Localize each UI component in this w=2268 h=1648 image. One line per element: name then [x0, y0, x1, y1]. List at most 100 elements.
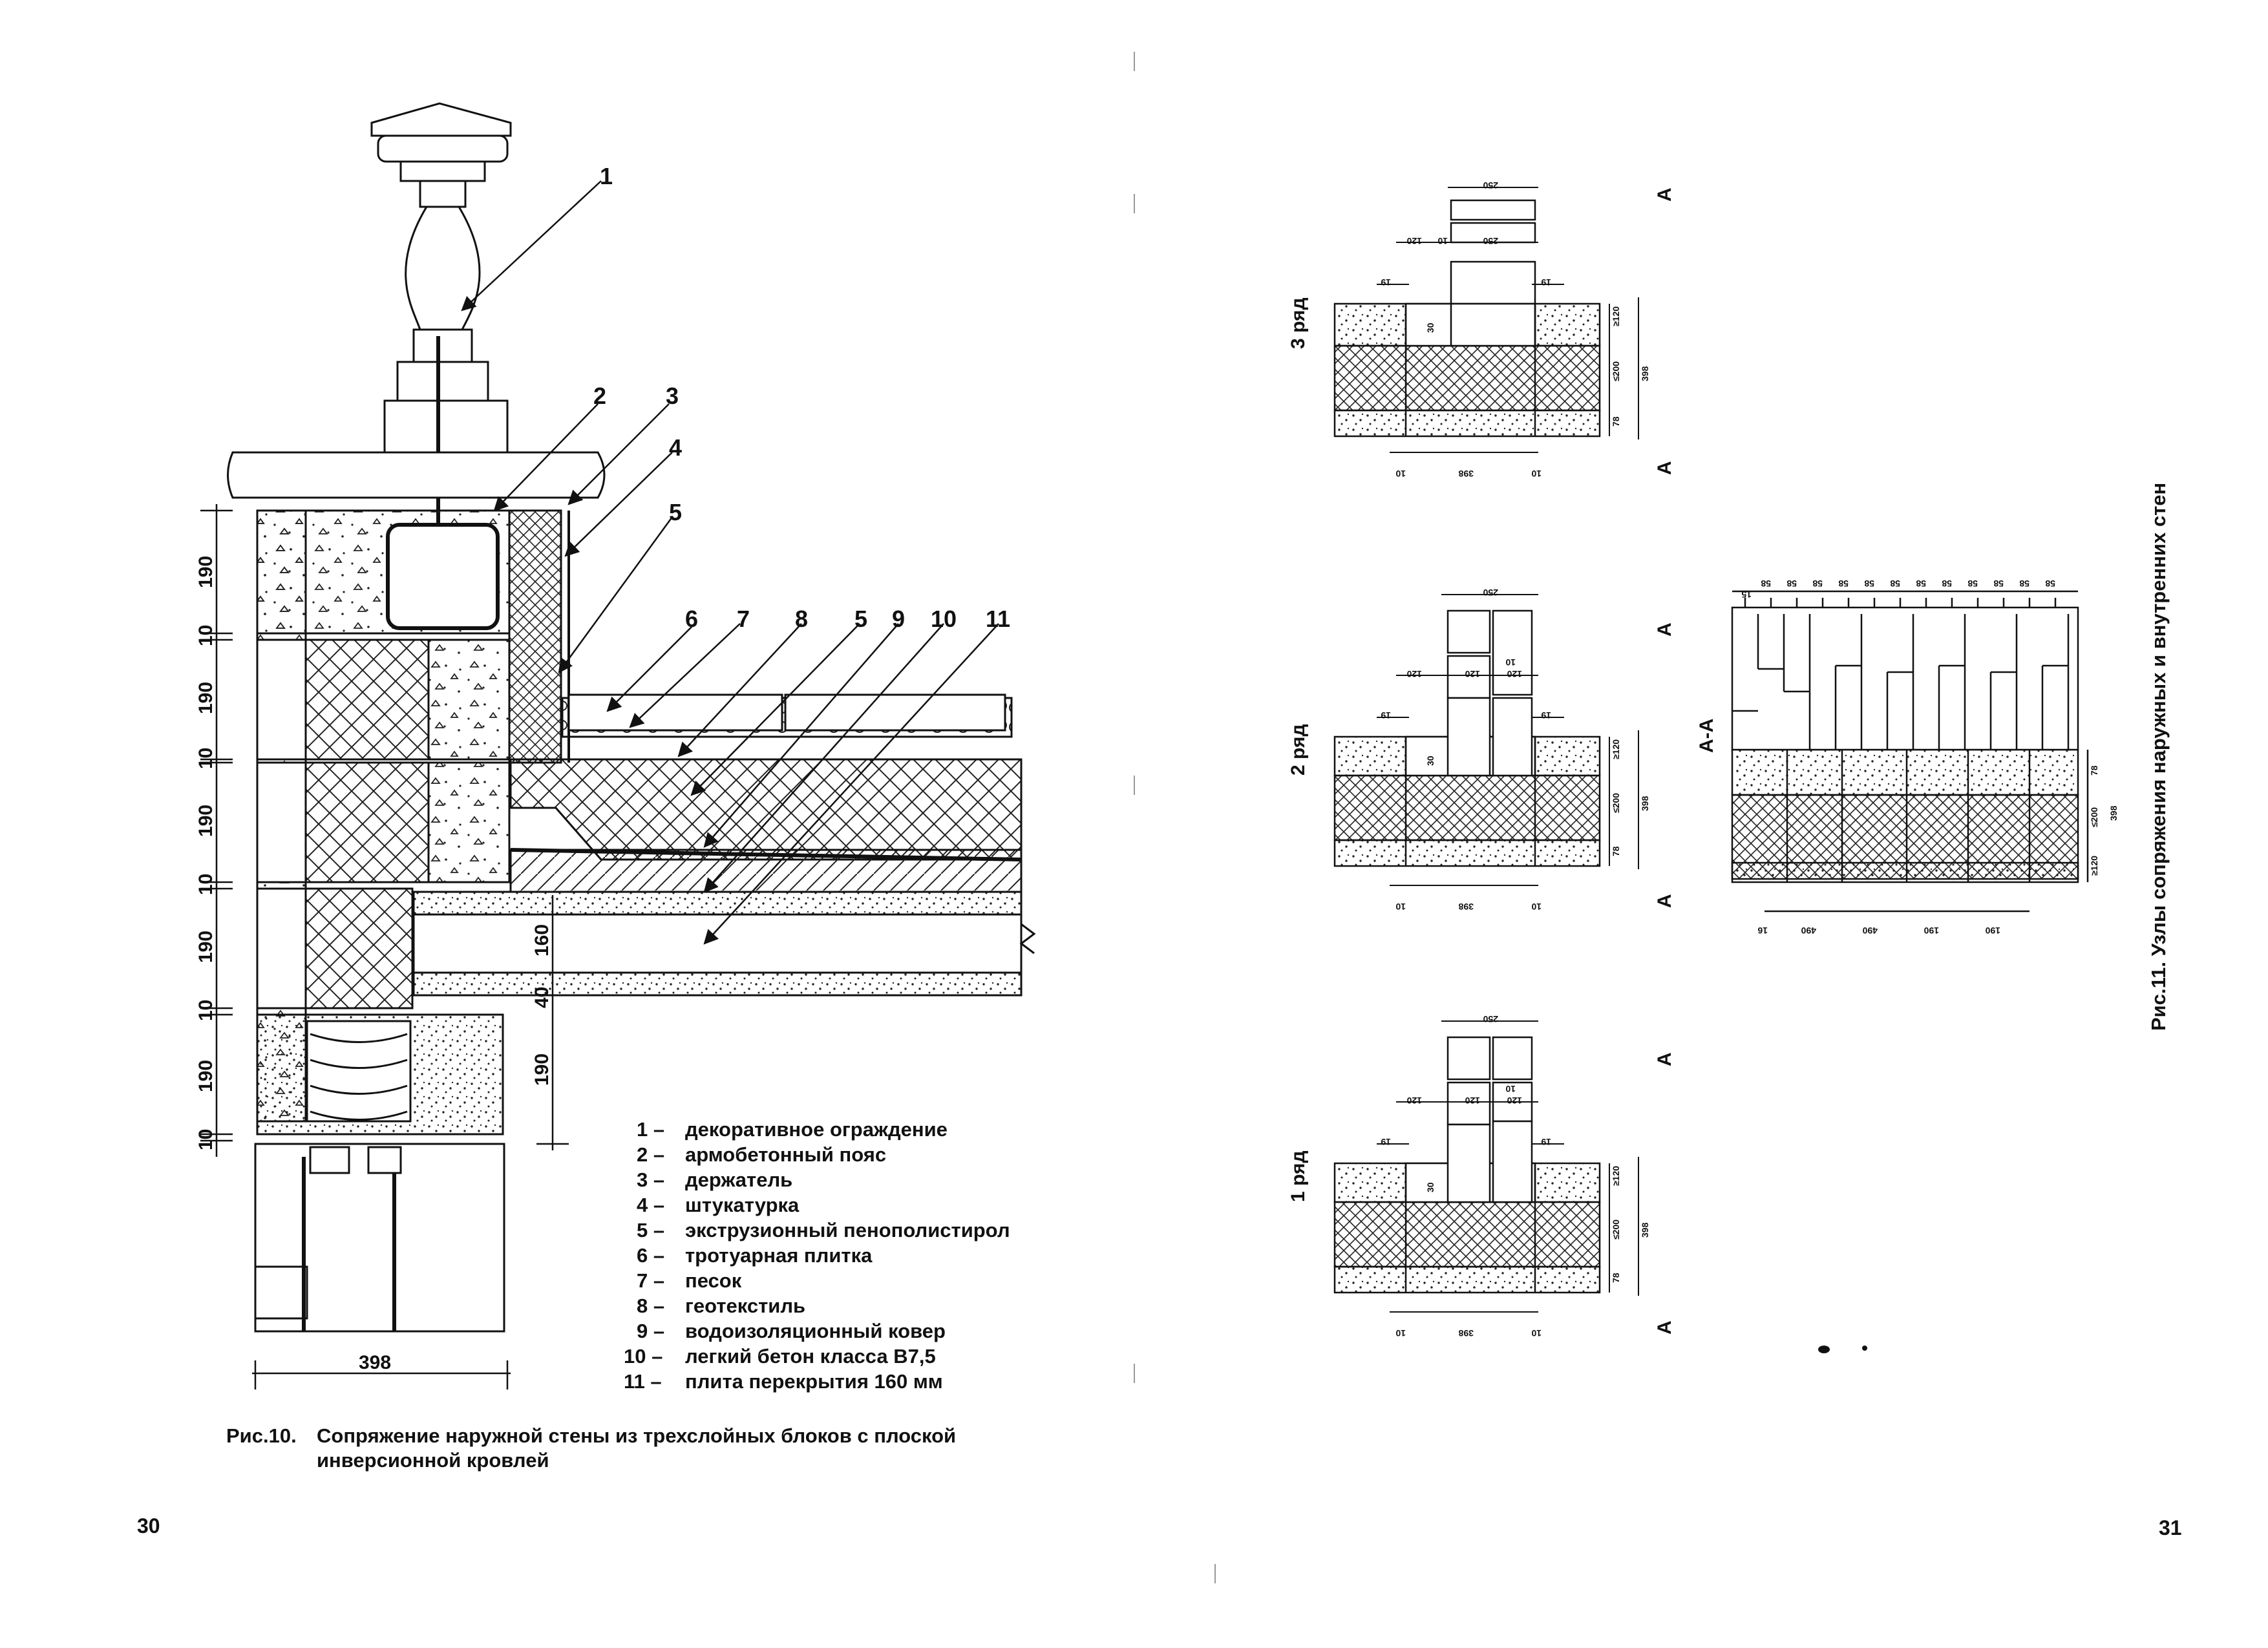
dim-label: 120 — [1465, 1095, 1480, 1106]
section-mark: А — [1654, 1320, 1675, 1335]
fig10-leaders — [461, 180, 999, 945]
dim-label: 58 — [1761, 578, 1771, 589]
legend-num: 6 – — [637, 1244, 664, 1267]
row-label: 2 ряд — [1288, 724, 1309, 776]
legend-text: тротуарная плитка — [685, 1244, 873, 1267]
row-label: 1 ряд — [1288, 1151, 1309, 1203]
dim-label: 10 — [195, 625, 217, 646]
dim-label: 40 — [531, 987, 553, 1008]
dim-label: 398 — [1640, 796, 1650, 811]
dim-label: 58 — [1864, 578, 1874, 589]
legend-text: водоизоляционный ковер — [685, 1320, 946, 1342]
dim-label: 190 — [195, 1060, 217, 1092]
legend-num: 5 – — [637, 1219, 664, 1241]
dim-label: ≤200 — [2089, 807, 2099, 827]
dim-label: 398 — [1640, 1222, 1650, 1238]
fold-marks — [1134, 52, 1216, 1583]
dim-label: 15 — [1741, 589, 1752, 600]
dim-label: 10 — [1395, 902, 1406, 912]
dim-label: 58 — [1838, 578, 1849, 589]
callout: 2 — [593, 383, 606, 409]
callout: 5 — [854, 606, 867, 632]
detail-row1-dims — [1377, 1020, 1639, 1313]
dim-label: 19 — [1381, 1137, 1391, 1147]
callout: 7 — [737, 606, 750, 632]
dim-label: 190 — [195, 556, 217, 588]
dim-label: 19 — [1381, 277, 1391, 288]
legend-num: 7 – — [637, 1269, 664, 1292]
legend-num: 4 – — [637, 1194, 664, 1216]
dim-label: 398 — [2108, 805, 2119, 821]
dim-label: 10 — [1395, 1328, 1406, 1338]
section-mark: А — [1654, 1052, 1675, 1066]
legend-num: 11 – — [624, 1370, 662, 1393]
section-mark: А — [1654, 187, 1675, 202]
dim-label: 490 — [1801, 925, 1816, 936]
detail-row3 — [1333, 199, 1601, 438]
fig10-caption-line2: инверсионной кровлей — [317, 1449, 549, 1472]
dim-label: 398 — [1458, 469, 1474, 479]
dim-label: ≤200 — [1611, 793, 1621, 813]
fig10-width-dim — [252, 1360, 511, 1389]
page-number-left: 30 — [137, 1514, 160, 1537]
dim-label: 190 — [195, 931, 217, 963]
fig10-legend: 1 – декоративное ограждение 2 – армобето… — [624, 1118, 1010, 1393]
dim-label: ≥120 — [1611, 1166, 1621, 1186]
fig10-vertical-dims — [200, 504, 569, 1157]
legend-text: геотекстиль — [685, 1294, 805, 1317]
dim-label: 398 — [1640, 366, 1650, 381]
dim-label: ≤200 — [1611, 361, 1621, 381]
callout: 10 — [931, 606, 957, 632]
fig10-callout-numbers: 1 2 3 4 5 6 7 8 5 9 10 11 — [593, 163, 1010, 632]
dim-label: 58 — [1967, 578, 1978, 589]
dim-label: 120 — [1465, 669, 1480, 679]
dim-label: 398 — [1458, 1328, 1474, 1338]
row-label: 3 ряд — [1288, 298, 1309, 350]
legend-text: плита перекрытия 160 мм — [685, 1370, 943, 1393]
dim-label: 10 — [1505, 1084, 1516, 1094]
dim-label: 250 — [1483, 180, 1498, 191]
dim-label: 58 — [2045, 578, 2055, 589]
legend-num: 1 – — [637, 1118, 664, 1141]
dim-label: 19 — [1541, 710, 1551, 721]
detail-row2 — [1333, 609, 1601, 867]
fig10-section — [227, 102, 1036, 1333]
dim-label: 490 — [1862, 925, 1878, 936]
callout: 5 — [669, 499, 682, 525]
legend-num: 9 – — [637, 1320, 664, 1342]
dim-label: 190 — [195, 682, 217, 714]
dim-label: 120 — [1507, 669, 1522, 679]
scan-specks — [1818, 1346, 1867, 1353]
dim-label: 19 — [1541, 1137, 1551, 1147]
dim-label: 10 — [1531, 1328, 1542, 1338]
detail-row3-labels: 3 ряд 250 120 10 250 19 19 30 ≥120 ≤200 … — [1288, 180, 1675, 479]
detail-row2-dims — [1377, 594, 1639, 886]
dim-label: ≥120 — [1611, 739, 1621, 759]
detail-row3-dims — [1377, 187, 1639, 453]
dim-label: 398 — [1458, 902, 1474, 912]
detail-row1-labels: 1 ряд 250 120 120 120 10 19 19 30 ≥120 ≤… — [1288, 1014, 1675, 1338]
fig10-vertical-dim-labels: 190 10 190 10 190 10 190 10 190 10 160 4… — [195, 556, 553, 1150]
legend-text: декоративное ограждение — [685, 1118, 948, 1141]
dim-label: 120 — [1406, 236, 1422, 246]
detail-row1 — [1333, 1036, 1601, 1294]
dim-label: 30 — [1425, 755, 1436, 766]
dim-label: 78 — [1611, 416, 1621, 427]
dim-label: ≥120 — [1611, 306, 1621, 326]
dim-label: 190 — [531, 1053, 553, 1086]
width-dim-label: 398 — [359, 1352, 391, 1373]
dim-label: 30 — [1425, 322, 1436, 333]
page-number-right: 31 — [2159, 1516, 2182, 1539]
dim-label: 10 — [1531, 469, 1542, 479]
dim-label: 250 — [1483, 587, 1498, 598]
dim-label: 30 — [1425, 1182, 1436, 1192]
dim-label: 120 — [1406, 669, 1422, 679]
legend-num: 3 – — [637, 1168, 664, 1191]
legend-num: 8 – — [637, 1294, 664, 1317]
legend-num: 2 – — [637, 1143, 664, 1166]
dim-label: 58 — [1786, 578, 1797, 589]
callout: 6 — [685, 606, 698, 632]
legend-text: армобетонный пояс — [685, 1143, 886, 1166]
fig10-caption-label: Рис.10. — [226, 1424, 297, 1447]
